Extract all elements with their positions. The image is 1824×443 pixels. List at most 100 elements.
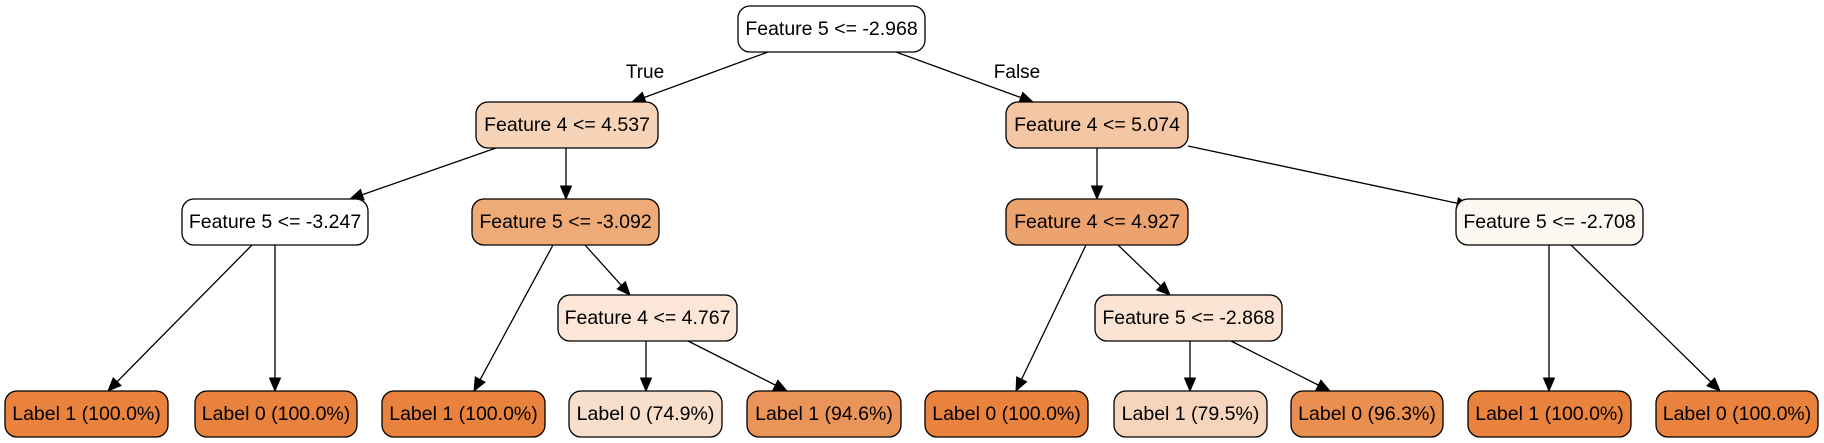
node-label: Feature 5 <= -2.968	[745, 18, 917, 40]
edge-n3-n10	[268, 245, 282, 393]
node-box	[568, 390, 723, 438]
edge-line	[362, 147, 497, 196]
node-label: Label 1 (79.5%)	[1122, 403, 1260, 425]
edge-line	[116, 244, 253, 383]
node-label: Feature 4 <= 5.074	[1014, 114, 1180, 136]
arrowhead-icon	[1090, 185, 1104, 201]
edge-n5-n8	[1117, 244, 1171, 296]
arrowhead-icon	[107, 377, 122, 392]
edge-n7-n13	[687, 340, 789, 392]
node-label: Label 0 (96.3%)	[1298, 403, 1436, 425]
node-box	[475, 101, 659, 149]
split-node-n6: Feature 5 <= -2.708	[1455, 198, 1644, 246]
arrowhead-icon	[1315, 379, 1332, 392]
edge-line	[895, 51, 1022, 99]
node-label: Feature 5 <= -2.708	[1463, 211, 1635, 233]
node-box	[194, 390, 358, 438]
edge-n0-n2	[895, 51, 1035, 104]
arrowhead-icon	[1706, 377, 1721, 392]
arrowhead-icon	[1183, 377, 1197, 393]
leaf-node-n15: Label 1 (79.5%)	[1113, 390, 1268, 438]
edge-label-true: True	[626, 62, 664, 83]
edge-n5-n14	[1015, 244, 1087, 393]
node-box	[1005, 198, 1189, 246]
node-label: Label 0 (100.0%)	[1663, 403, 1812, 425]
arrowhead-icon	[559, 185, 573, 201]
edge-line	[643, 51, 769, 99]
arrowhead-icon	[639, 377, 653, 393]
edge-n7-n12	[639, 341, 653, 393]
edge-label-false: False	[994, 62, 1040, 83]
leaf-node-n16: Label 0 (96.3%)	[1290, 390, 1444, 438]
leaf-node-n13: Label 1 (94.6%)	[746, 390, 902, 438]
split-node-n2: Feature 4 <= 5.074	[1005, 101, 1189, 149]
arrowhead-icon	[1155, 281, 1171, 296]
split-node-n5: Feature 4 <= 4.927	[1005, 198, 1189, 246]
node-label: Label 1 (100.0%)	[389, 403, 538, 425]
arrowhead-icon	[1018, 91, 1035, 104]
node-label: Feature 5 <= -2.868	[1102, 307, 1274, 329]
edge-labels-layer: True False	[626, 62, 1040, 83]
split-node-n7: Feature 4 <= 4.767	[557, 294, 738, 342]
split-node-n8: Feature 5 <= -2.868	[1094, 294, 1283, 342]
arrowhead-icon	[268, 377, 282, 393]
node-label: Label 0 (100.0%)	[932, 403, 1081, 425]
node-box	[1290, 390, 1444, 438]
split-node-n4: Feature 5 <= -3.092	[471, 198, 660, 246]
split-node-n0: Feature 5 <= -2.968	[737, 5, 926, 53]
node-box	[1113, 390, 1268, 438]
node-label: Label 0 (74.9%)	[577, 403, 715, 425]
leaf-node-n17: Label 1 (100.0%)	[1467, 390, 1632, 438]
leaf-node-n9: Label 1 (100.0%)	[4, 390, 169, 438]
node-box	[924, 390, 1089, 438]
node-box	[746, 390, 902, 438]
edge-n2-n6	[1187, 145, 1472, 210]
edge-line	[479, 244, 554, 380]
edge-n1-n3	[348, 147, 497, 201]
node-box	[1005, 101, 1189, 149]
node-label: Feature 4 <= 4.927	[1014, 211, 1180, 233]
edge-n2-n5	[1090, 148, 1104, 201]
node-box	[557, 294, 738, 342]
node-box	[181, 198, 369, 246]
node-box	[737, 5, 926, 53]
edge-n8-n16	[1230, 340, 1332, 392]
leaf-node-n10: Label 0 (100.0%)	[194, 390, 358, 438]
edge-line	[687, 340, 776, 386]
edge-line	[1021, 244, 1087, 380]
arrowhead-icon	[772, 379, 789, 392]
node-box	[4, 390, 169, 438]
edge-line	[1187, 145, 1458, 204]
arrowhead-icon	[348, 188, 365, 201]
node-label: Feature 4 <= 4.537	[484, 114, 650, 136]
leaf-node-n12: Label 0 (74.9%)	[568, 390, 723, 438]
leaf-node-n18: Label 0 (100.0%)	[1655, 390, 1819, 438]
edge-line	[1230, 340, 1319, 386]
edge-line	[584, 244, 622, 286]
edge-line	[1117, 244, 1162, 287]
node-label: Label 1 (94.6%)	[755, 403, 893, 425]
edge-n6-n17	[1542, 245, 1556, 393]
edge-n6-n18	[1570, 244, 1721, 392]
edge-n3-n9	[107, 244, 253, 392]
split-node-n1: Feature 4 <= 4.537	[475, 101, 659, 149]
node-label: Label 0 (100.0%)	[202, 403, 351, 425]
node-label: Feature 5 <= -3.247	[189, 211, 361, 233]
node-label: Label 1 (100.0%)	[12, 403, 161, 425]
edge-n4-n11	[473, 244, 554, 393]
leaf-node-n11: Label 1 (100.0%)	[381, 390, 546, 438]
edge-line	[1570, 244, 1712, 383]
node-box	[381, 390, 546, 438]
edge-n1-n4	[559, 148, 573, 201]
split-node-n3: Feature 5 <= -3.247	[181, 198, 369, 246]
node-box	[1455, 198, 1644, 246]
arrowhead-icon	[1015, 376, 1028, 393]
node-box	[1094, 294, 1283, 342]
arrowhead-icon	[616, 280, 631, 296]
arrowhead-icon	[1542, 377, 1556, 393]
arrowhead-icon	[630, 91, 647, 104]
node-label: Feature 5 <= -3.092	[479, 211, 651, 233]
arrowhead-icon	[473, 376, 486, 393]
